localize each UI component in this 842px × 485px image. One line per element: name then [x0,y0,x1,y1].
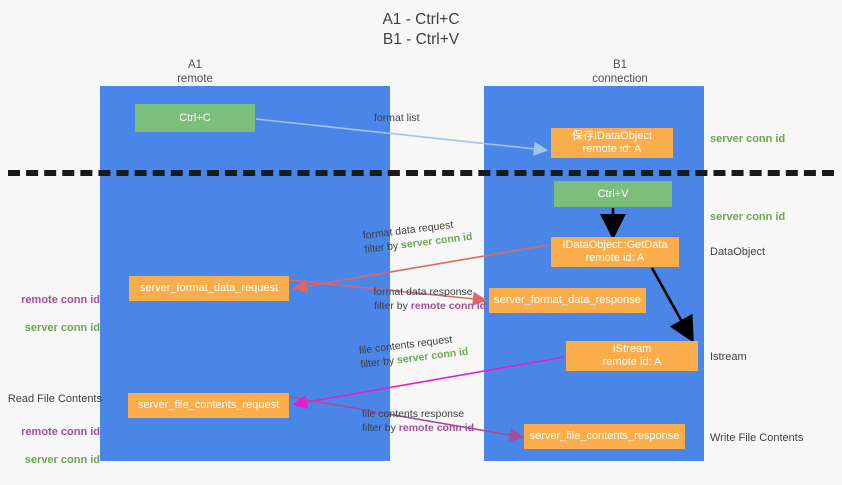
filter-target-remote-conn-id: remote conn id [398,422,475,434]
annotation-conn-ids-upper: remote conn id server conn id [8,279,100,349]
page-title: A1 - Ctrl+C B1 - Ctrl+V [382,11,460,48]
filter-prefix: filter by [362,422,399,434]
box-ctrl-c[interactable]: Ctrl+C [135,104,255,132]
edge-label-file-contents-response: file contents response filter by remote … [352,407,474,435]
annotation-conn-ids-lower: remote conn id server conn id [8,411,100,481]
edge-label-filter: filter by remote conn id [374,299,486,313]
box-istream[interactable]: IStream remote id: A [566,341,698,371]
edge-label-line1: file contents response [361,408,465,420]
edge-label-filter: filter by remote conn id [362,421,474,435]
edge-label-format-data-response: format data response filter by remote co… [360,285,486,313]
box-server-file-contents-response[interactable]: server_file_contents_response [524,424,685,449]
edge-label-format-list: format list [374,112,420,124]
box-server-format-data-request[interactable]: server_format_data_request [129,276,289,301]
filter-prefix: filter by [363,239,402,256]
annotation-server-conn-id-top: server conn id [710,133,786,145]
filter-target-remote-conn-id: remote conn id [410,300,487,312]
box-idataobject-getdata[interactable]: IDataObject::GetData remote id: A [551,237,679,267]
annotation-write-file-contents: Write File Contents [710,432,804,444]
annotation-istream: Istream [710,351,747,363]
filter-prefix: filter by [374,300,411,312]
annotation-server-conn-id-mid: server conn id [710,211,786,223]
annotation-read-file-contents: Read File Contents [7,393,102,405]
box-save-idataobject[interactable]: 保存IDataObject remote id: A [551,128,673,158]
lane-header-b1: B1 connection [592,59,648,85]
annotation-server-conn-id: server conn id [24,454,100,466]
filter-prefix: filter by [359,354,398,371]
box-server-format-data-response[interactable]: server_format_data_response [489,288,646,313]
box-server-file-contents-request[interactable]: server_file_contents_request [128,393,289,418]
annotation-dataobject: DataObject [710,246,766,258]
annotation-remote-conn-id: remote conn id [21,426,100,438]
edge-label-line1: format data response [373,286,473,298]
annotation-server-conn-id: server conn id [24,322,100,334]
phase-divider [8,170,834,176]
annotation-remote-conn-id: remote conn id [21,294,100,306]
box-ctrl-v[interactable]: Ctrl+V [554,181,672,207]
lane-header-a1: A1 remote [177,59,213,85]
